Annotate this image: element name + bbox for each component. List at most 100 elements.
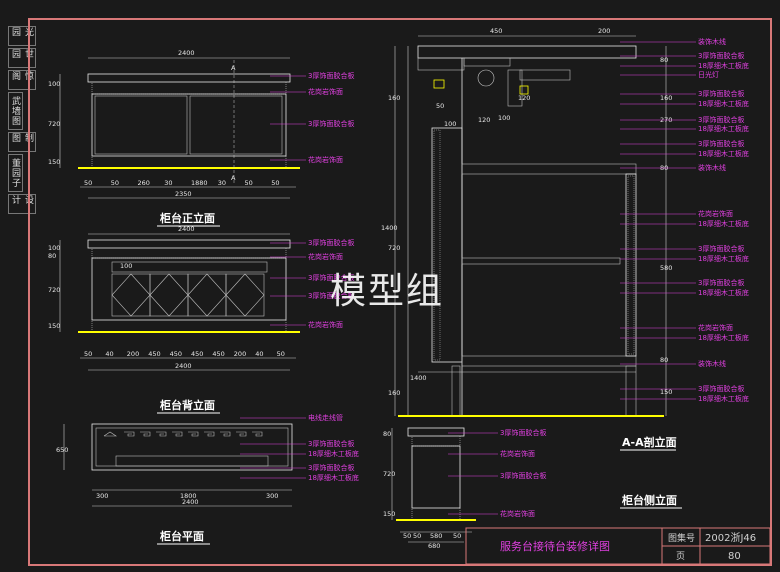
drawing-name: 服务台接待台装修详图 bbox=[500, 539, 610, 553]
material-label: 花岗岩饰面 bbox=[500, 449, 535, 458]
svg-text:80: 80 bbox=[728, 551, 741, 562]
plan-view: 650 300 1800 300 2400 电线走线管3厚饰面胶合板18厚细木工… bbox=[56, 413, 359, 545]
material-label: 18厚细木工板底 bbox=[308, 473, 359, 482]
dimension-value: 50 bbox=[111, 179, 119, 187]
svg-text:300: 300 bbox=[266, 492, 278, 500]
dimension-value: 200 bbox=[234, 350, 246, 358]
svg-text:100: 100 bbox=[48, 80, 60, 88]
dimension-value: 50 bbox=[84, 350, 92, 358]
svg-text:1400: 1400 bbox=[410, 374, 427, 382]
dimension-value: 1880 bbox=[191, 179, 208, 187]
svg-text:2350: 2350 bbox=[175, 190, 192, 198]
material-label: 18厚细木工板底 bbox=[698, 124, 749, 133]
material-label: 18厚细木工板底 bbox=[698, 61, 749, 70]
material-label: 3厚饰面胶合板 bbox=[308, 439, 354, 448]
svg-text:50: 50 bbox=[413, 532, 421, 540]
watermark-text: 模型组 bbox=[330, 271, 445, 312]
sidebar-tab[interactable]: 武墙图 bbox=[8, 92, 23, 130]
dimension-value: 200 bbox=[127, 350, 139, 358]
svg-text:450: 450 bbox=[490, 27, 502, 35]
svg-text:720: 720 bbox=[383, 470, 395, 478]
dimension-value: 40 bbox=[105, 350, 113, 358]
svg-text:2002浙J46: 2002浙J46 bbox=[705, 532, 756, 544]
svg-text:页: 页 bbox=[676, 551, 685, 562]
dimension-value: 50 bbox=[271, 179, 279, 187]
material-label: 18厚细木工板底 bbox=[698, 288, 749, 297]
material-label: 3厚饰面胶合板 bbox=[308, 238, 354, 247]
material-label: 3厚饰面胶合板 bbox=[698, 384, 744, 393]
material-label: 花岗岩饰面 bbox=[308, 252, 343, 261]
svg-text:A: A bbox=[231, 64, 236, 72]
material-label: 装饰木线 bbox=[698, 37, 726, 46]
svg-text:2400: 2400 bbox=[182, 498, 199, 506]
svg-text:160: 160 bbox=[388, 389, 400, 397]
svg-text:580: 580 bbox=[430, 532, 442, 540]
svg-text:50: 50 bbox=[403, 532, 411, 540]
front-top-dim: 2400 bbox=[178, 49, 195, 57]
svg-text:图集号: 图集号 bbox=[668, 532, 695, 544]
svg-text:50: 50 bbox=[436, 102, 444, 110]
svg-text:50: 50 bbox=[453, 532, 461, 540]
material-label: 3厚饰面胶合板 bbox=[308, 119, 354, 128]
svg-text:80: 80 bbox=[383, 430, 391, 438]
svg-text:580: 580 bbox=[660, 264, 672, 272]
svg-text:100: 100 bbox=[120, 262, 132, 270]
drawing-sheet-border bbox=[28, 18, 772, 566]
material-label: 花岗岩饰面 bbox=[308, 155, 343, 164]
material-label: 花岗岩饰面 bbox=[698, 209, 733, 218]
material-label: 花岗岩饰面 bbox=[698, 323, 733, 332]
material-label: 装饰木线 bbox=[698, 359, 726, 368]
material-label: 3厚饰面胶合板 bbox=[500, 428, 546, 437]
material-label: 日光灯 bbox=[698, 70, 719, 79]
material-label: 18厚细木工板底 bbox=[698, 394, 749, 403]
svg-text:100: 100 bbox=[48, 244, 60, 252]
svg-text:720: 720 bbox=[48, 120, 60, 128]
dimension-value: 40 bbox=[255, 350, 263, 358]
material-label: 花岗岩饰面 bbox=[308, 320, 343, 329]
svg-text:120: 120 bbox=[518, 94, 530, 102]
title-block: 服务台接待台装修详图 图集号 2002浙J46 页 80 bbox=[465, 527, 771, 565]
svg-text:80: 80 bbox=[660, 356, 668, 364]
dimension-value: 450 bbox=[212, 350, 224, 358]
material-label: 3厚饰面胶合板 bbox=[698, 89, 744, 98]
material-label: 18厚细木工板底 bbox=[698, 219, 749, 228]
svg-text:300: 300 bbox=[96, 492, 108, 500]
svg-text:720: 720 bbox=[388, 244, 400, 252]
section-title: A-A剖立面 bbox=[622, 435, 677, 449]
material-label: 3厚饰面胶合板 bbox=[698, 51, 744, 60]
material-label: 3厚饰面胶合板 bbox=[500, 471, 546, 480]
material-label: 18厚细木工板底 bbox=[308, 449, 359, 458]
material-label: 3厚饰面胶合板 bbox=[308, 273, 354, 282]
sidebar-tab[interactable]: 董园子 bbox=[8, 154, 23, 192]
svg-text:80: 80 bbox=[660, 56, 668, 64]
front-elevation-title: 柜台正立面 bbox=[159, 211, 215, 225]
material-label: 3厚饰面胶合板 bbox=[698, 278, 744, 287]
material-label: 18厚细木工板底 bbox=[698, 254, 749, 263]
svg-text:100: 100 bbox=[444, 120, 456, 128]
dimension-value: 30 bbox=[164, 179, 172, 187]
material-label: 3厚饰面胶合板 bbox=[698, 139, 744, 148]
dimension-value: 260 bbox=[138, 179, 150, 187]
material-label: 3厚饰面胶合板 bbox=[308, 463, 354, 472]
dimension-value: 50 bbox=[277, 350, 285, 358]
back-elevation: 2400 100 80 100 720 150 bbox=[48, 225, 354, 414]
svg-text:720: 720 bbox=[48, 286, 60, 294]
material-label: 3厚饰面胶合板 bbox=[698, 244, 744, 253]
material-label: 18厚细木工板底 bbox=[698, 99, 749, 108]
svg-text:160: 160 bbox=[388, 94, 400, 102]
svg-text:2400: 2400 bbox=[178, 225, 195, 233]
svg-text:1800: 1800 bbox=[180, 492, 197, 500]
svg-text:150: 150 bbox=[660, 388, 672, 396]
side-elevation-title: 柜台侧立面 bbox=[621, 493, 677, 507]
material-label: 18厚细木工板底 bbox=[698, 333, 749, 342]
svg-text:680: 680 bbox=[428, 542, 440, 550]
svg-text:150: 150 bbox=[383, 510, 395, 518]
dimension-value: 50 bbox=[245, 179, 253, 187]
material-label: 18厚细木工板底 bbox=[698, 149, 749, 158]
svg-text:100: 100 bbox=[498, 114, 510, 122]
back-elevation-title: 柜台背立面 bbox=[159, 398, 215, 412]
material-label: 3厚饰面胶合板 bbox=[308, 291, 354, 300]
dimension-value: 450 bbox=[170, 350, 182, 358]
material-label: 电线走线管 bbox=[308, 413, 343, 422]
